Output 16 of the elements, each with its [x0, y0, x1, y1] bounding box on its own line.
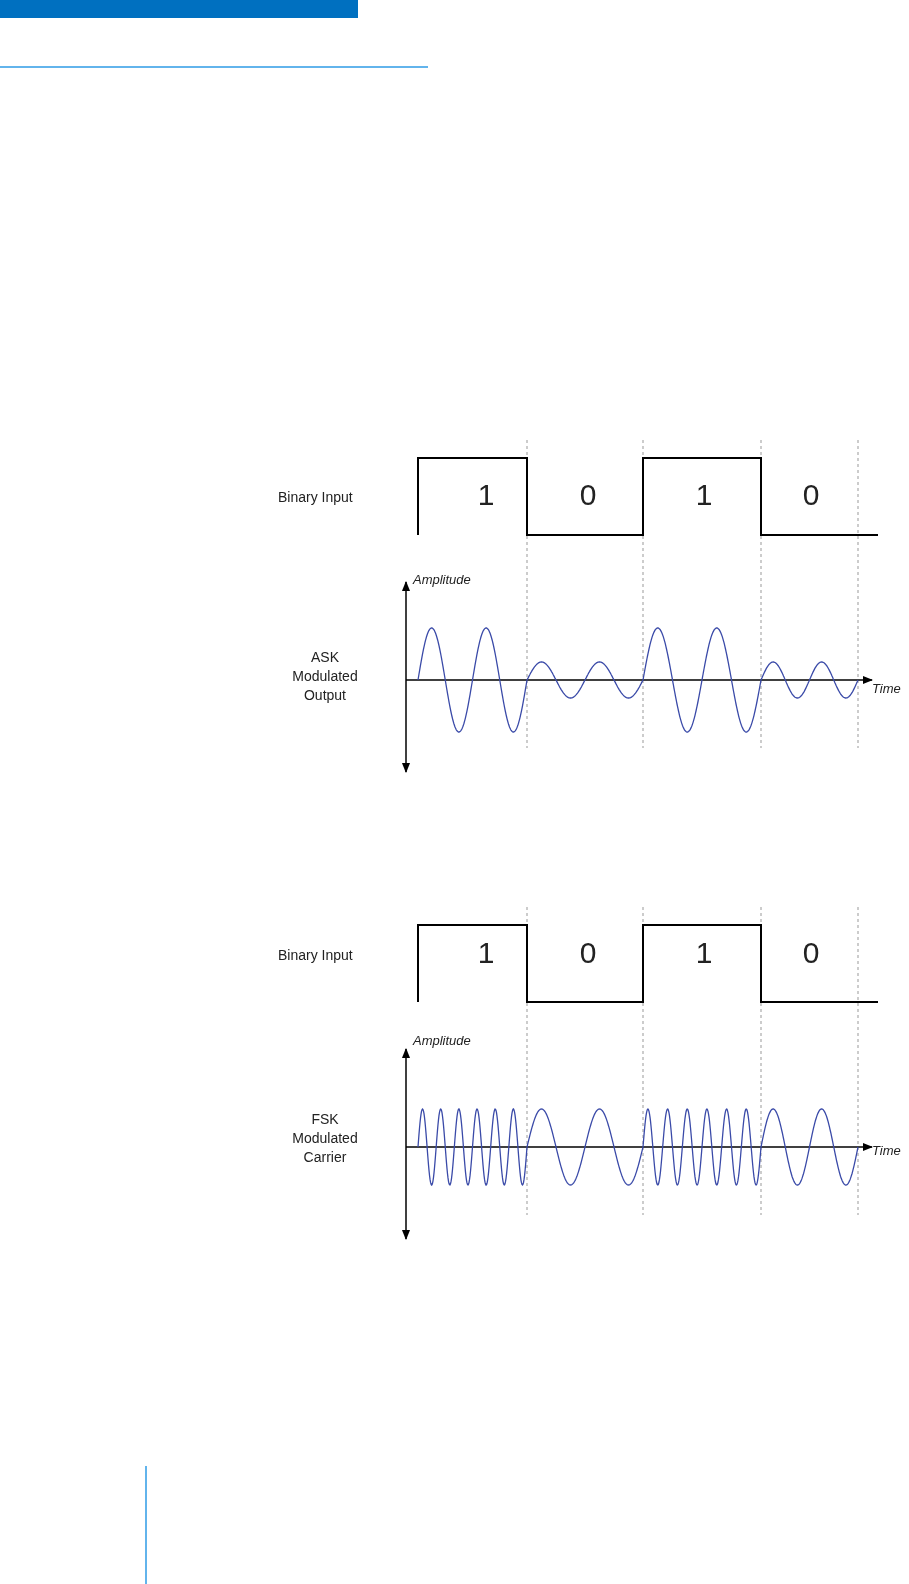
signal-label: FSK Modulated Carrier [291, 1110, 359, 1167]
bit-value: 0 [578, 936, 598, 970]
axis-label: Amplitude [413, 1033, 471, 1048]
bit-value: 1 [694, 936, 714, 970]
bit-value: 1 [476, 936, 496, 970]
signal-label: ASK Modulated Output [291, 648, 359, 705]
bit-value: 0 [801, 478, 821, 512]
row-label: Binary Input [278, 489, 353, 505]
axis-label: Time [872, 681, 901, 696]
bit-value: 1 [694, 478, 714, 512]
bit-value: 0 [578, 478, 598, 512]
bit-value: 0 [801, 936, 821, 970]
bit-value: 1 [476, 478, 496, 512]
row-label: Binary Input [278, 947, 353, 963]
axis-label: Time [872, 1143, 901, 1158]
axis-label: Amplitude [413, 572, 471, 587]
